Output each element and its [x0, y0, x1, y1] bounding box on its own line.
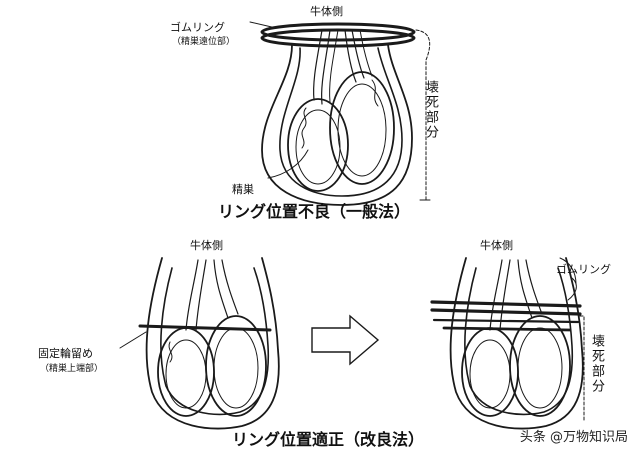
top-rubber-ring-label: ゴムリング — [170, 21, 225, 34]
top-necrosis-label: 壊死部分 — [423, 80, 438, 140]
top-rubber-ring-sub-label: （精巣遠位部） — [172, 37, 236, 47]
bottom-left-scrotum-diagram — [119, 257, 280, 430]
transition-arrow — [311, 314, 380, 366]
bottom-right-scrotum-diagram — [430, 257, 585, 430]
top-caption: リング位置不良（一般法） — [218, 202, 411, 221]
watermark-text: 头条 @万物知识局 — [519, 430, 628, 445]
fixed-ring-label: 固定輪留め — [38, 347, 93, 360]
fixed-ring-sub-label: （精巣上端部） — [40, 364, 104, 374]
bottom-right-rubber-ring-label: ゴムリング — [556, 263, 611, 276]
bottom-right-body-side-label: 牛体側 — [480, 239, 513, 252]
bottom-caption: リング位置適正（改良法） — [232, 430, 425, 449]
top-scrotum-diagram — [249, 21, 431, 206]
bottom-left-body-side-label: 牛体側 — [190, 239, 223, 252]
top-testis-label: 精巣 — [232, 183, 254, 196]
top-body-side-label: 牛体側 — [310, 5, 343, 18]
bottom-right-necrosis-label: 壊死部分 — [589, 334, 604, 394]
